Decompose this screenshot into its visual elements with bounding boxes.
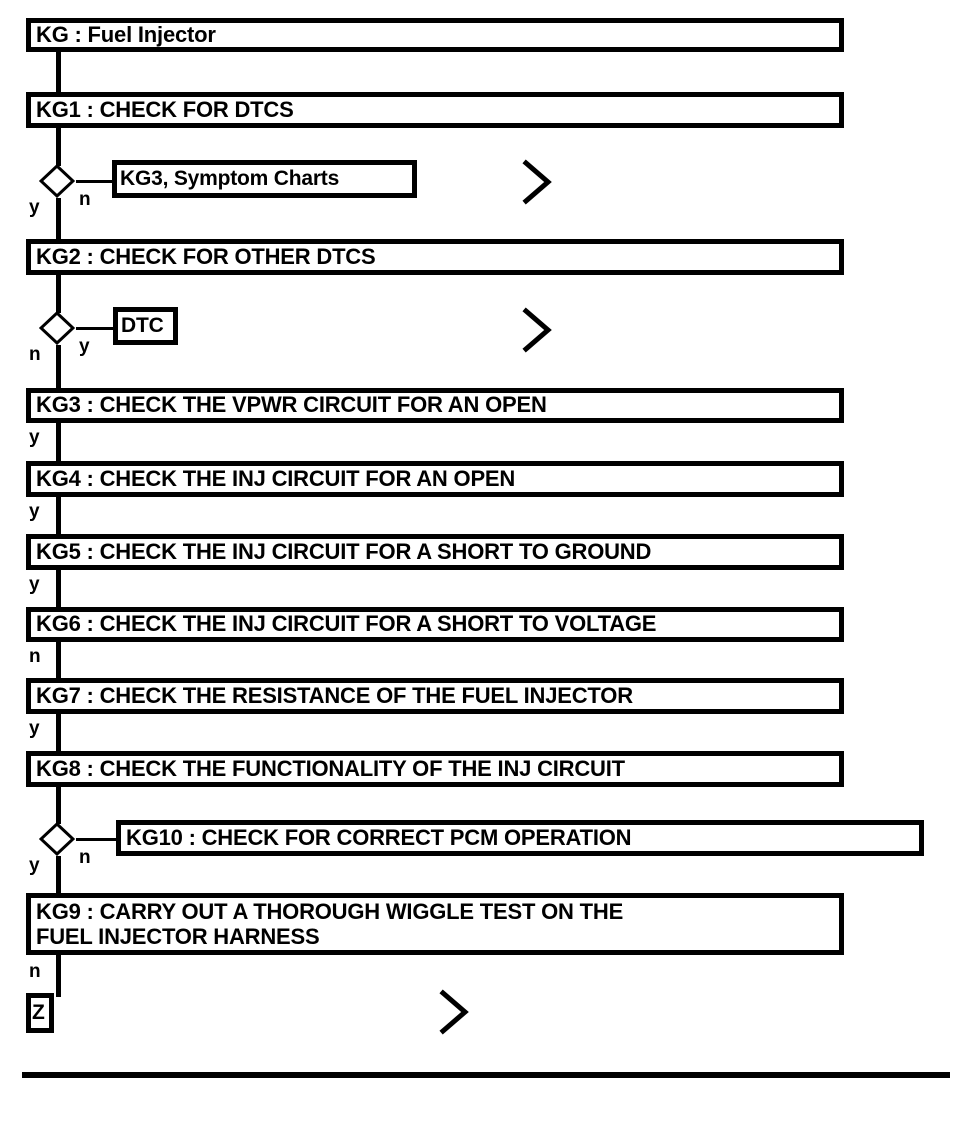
edge-label-d1-yes: y (29, 197, 40, 218)
edge-label-kg6-out: n (29, 646, 41, 667)
step-label-kg10: KG10 : CHECK FOR CORRECT PCM OPERATION (126, 824, 632, 850)
chevron-right-icon-3 (435, 988, 475, 1036)
edge-label-kg3-out: y (29, 427, 40, 448)
connector-d3-to-kg9 (56, 856, 61, 895)
decision-diamond-2[interactable] (39, 311, 75, 345)
decision-diamond-3[interactable] (39, 822, 75, 856)
reference-label-dtc: DTC (121, 314, 164, 337)
branch-d1-to-symptom-charts (76, 180, 116, 183)
edge-label-kg7-out: y (29, 718, 40, 739)
step-label-kg6: KG6 : CHECK THE INJ CIRCUIT FOR A SHORT … (36, 611, 657, 637)
connector-kg7-to-kg8 (56, 713, 61, 751)
connector-kg5-to-kg6 (56, 569, 61, 608)
step-box-kg9[interactable]: KG9 : CARRY OUT A THOROUGH WIGGLE TEST O… (26, 893, 844, 955)
reference-label-z: Z (32, 1001, 45, 1024)
step-box-kg3[interactable]: KG3 : CHECK THE VPWR CIRCUIT FOR AN OPEN (26, 388, 844, 423)
connector-d1-to-kg2 (56, 198, 61, 240)
connector-d2-to-kg3 (56, 345, 61, 388)
chevron-right-icon-1 (518, 158, 558, 206)
branch-d2-to-dtc (76, 327, 116, 330)
page-title: KG : Fuel Injector (36, 22, 216, 47)
step-label-kg2: KG2 : CHECK FOR OTHER DTCS (36, 243, 376, 269)
step-label-kg3: KG3 : CHECK THE VPWR CIRCUIT FOR AN OPEN (36, 392, 547, 418)
connector-kg3-to-kg4 (56, 422, 61, 462)
connector-kg4-to-kg5 (56, 496, 61, 535)
edge-label-kg9-out: n (29, 961, 41, 982)
connector-kg8-to-d3 (56, 786, 61, 824)
edge-label-d2-yes: y (79, 336, 90, 357)
step-box-kg8[interactable]: KG8 : CHECK THE FUNCTIONALITY OF THE INJ… (26, 751, 844, 787)
edge-label-d3-yes: y (29, 855, 40, 876)
decision-diamond-1[interactable] (39, 164, 75, 198)
step-label-kg9: KG9 : CARRY OUT A THOROUGH WIGGLE TEST O… (36, 899, 624, 949)
reference-box-symptom-charts[interactable]: KG3, Symptom Charts (112, 160, 417, 198)
step-box-kg6[interactable]: KG6 : CHECK THE INJ CIRCUIT FOR A SHORT … (26, 607, 844, 642)
step-box-kg7[interactable]: KG7 : CHECK THE RESISTANCE OF THE FUEL I… (26, 678, 844, 714)
reference-box-z[interactable]: Z (26, 993, 54, 1033)
step-label-kg1: KG1 : CHECK FOR DTCS (36, 96, 294, 122)
edge-label-d2-no: n (29, 344, 41, 365)
step-label-kg8: KG8 : CHECK THE FUNCTIONALITY OF THE INJ… (36, 755, 625, 781)
connector-kg9-to-z (56, 954, 61, 997)
reference-label-symptom-charts: KG3, Symptom Charts (120, 167, 340, 190)
connector-kg1-to-d1 (56, 126, 61, 166)
step-box-kg1[interactable]: KG1 : CHECK FOR DTCS (26, 92, 844, 128)
edge-label-kg4-out: y (29, 501, 40, 522)
step-box-kg2[interactable]: KG2 : CHECK FOR OTHER DTCS (26, 239, 844, 275)
step-box-kg5[interactable]: KG5 : CHECK THE INJ CIRCUIT FOR A SHORT … (26, 534, 844, 570)
edge-label-d3-no: n (79, 847, 91, 868)
bottom-divider (22, 1072, 950, 1078)
step-box-kg4[interactable]: KG4 : CHECK THE INJ CIRCUIT FOR AN OPEN (26, 461, 844, 497)
branch-d3-to-kg10 (76, 838, 116, 841)
chevron-right-icon-2 (518, 306, 558, 354)
connector-title-to-kg1 (56, 50, 61, 92)
connector-kg2-to-d2 (56, 274, 61, 313)
step-label-kg4: KG4 : CHECK THE INJ CIRCUIT FOR AN OPEN (36, 465, 516, 491)
edge-label-kg5-out: y (29, 574, 40, 595)
connector-kg6-to-kg7 (56, 641, 61, 678)
step-label-kg5: KG5 : CHECK THE INJ CIRCUIT FOR A SHORT … (36, 538, 652, 564)
edge-label-d1-no: n (79, 189, 91, 210)
flowchart-title-box: KG : Fuel Injector (26, 18, 844, 52)
step-label-kg7: KG7 : CHECK THE RESISTANCE OF THE FUEL I… (36, 682, 633, 708)
step-box-kg10[interactable]: KG10 : CHECK FOR CORRECT PCM OPERATION (116, 820, 924, 856)
reference-box-dtc[interactable]: DTC (113, 307, 178, 345)
